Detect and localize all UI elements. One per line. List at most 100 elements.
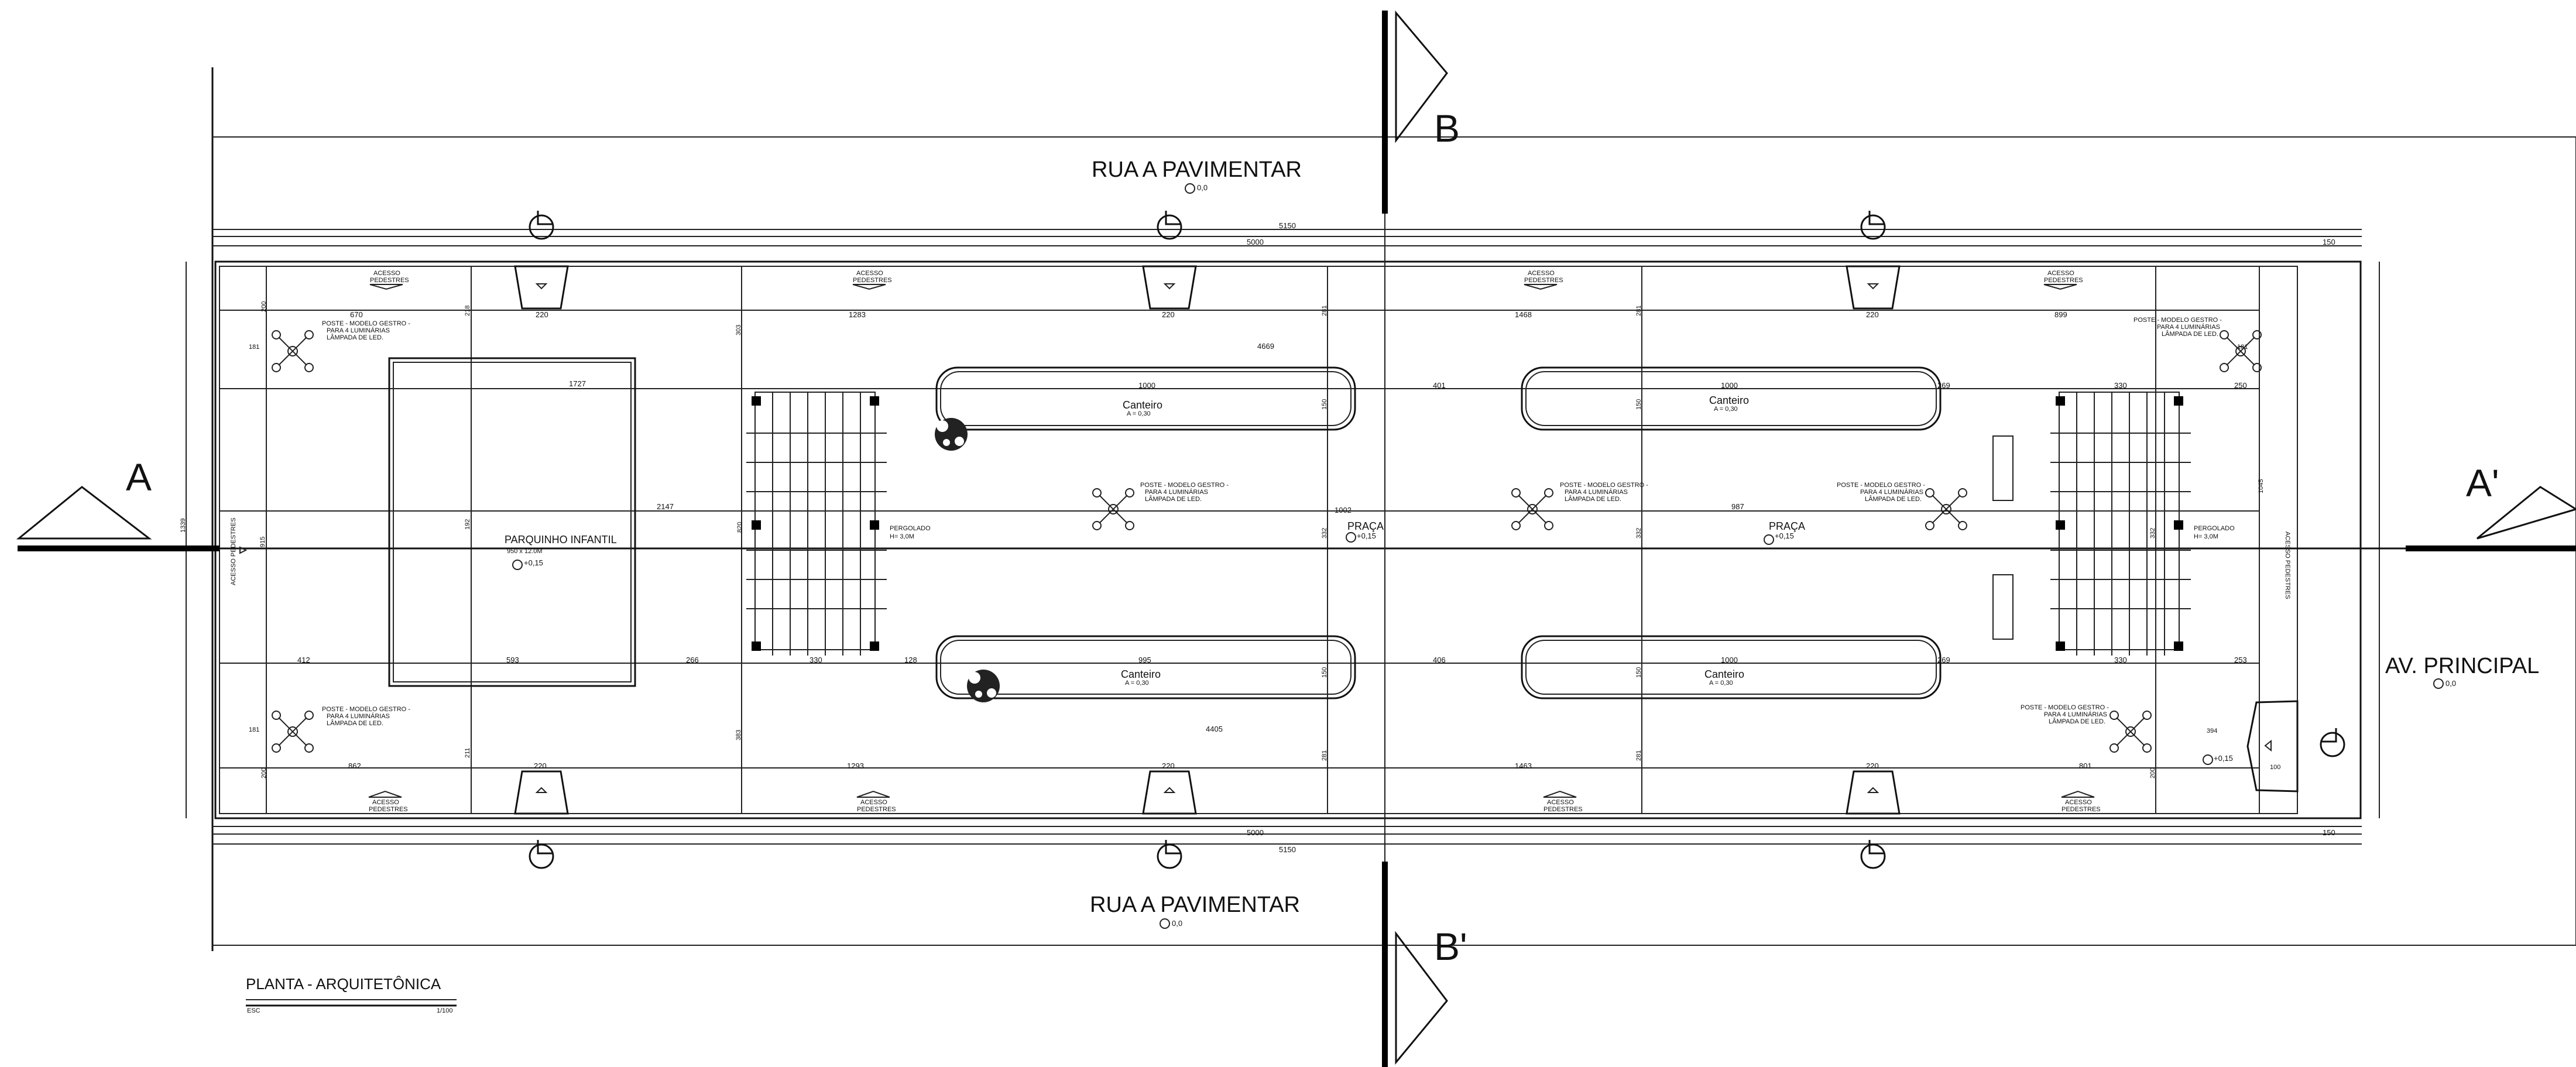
dim-1002: 1002 [1335,506,1352,514]
playground: PARQUINHO INFANTIL 950 x 12.0M +0,15 [388,357,636,687]
svg-text:POSTE - MODELO GESTRO -: POSTE - MODELO GESTRO - [2133,317,2222,324]
playground-size: 950 x 12.0M [507,548,543,555]
dim-1000t: 1000 [1138,381,1155,390]
svg-text:PEDESTRES: PEDESTRES [2062,806,2101,813]
svg-text:ACESSO: ACESSO [856,270,883,277]
street-top-level: 0,0 [1197,183,1208,192]
dim-330b: 330 [2114,656,2127,664]
svg-text:394: 394 [2207,728,2217,735]
dim-266: 266 [686,656,699,664]
wheelchair-icons [529,211,2345,869]
pergola-right-label: PERGOLADO [2194,525,2235,532]
section-label-b-prime: B' [1434,925,1467,968]
svg-text:200: 200 [260,768,267,778]
svg-text:PARA 4 LUMINÁRIAS: PARA 4 LUMINÁRIAS [1145,488,1208,496]
svg-text:PEDESTRES: PEDESTRES [853,277,892,284]
svg-text:PEDESTRES: PEDESTRES [2044,277,2083,284]
svg-text:192: 192 [464,519,471,530]
svg-text:PEDESTRES: PEDESTRES [370,277,409,284]
svg-text:POSTE - MODELO GESTRO -: POSTE - MODELO GESTRO - [1560,482,1648,489]
svg-text:332: 332 [2149,528,2156,538]
dim-5000-bottom: 5000 [1247,828,1264,837]
svg-text:281: 281 [1321,306,1328,316]
svg-text:LÂMPADA DE LED.: LÂMPADA DE LED. [2049,718,2105,725]
svg-text:ACESSO: ACESSO [1547,799,1574,806]
svg-text:PARA 4 LUMINÁRIAS: PARA 4 LUMINÁRIAS [327,327,390,334]
svg-text:Canteiro: Canteiro [1704,668,1744,680]
svg-text:LÂMPADA DE LED.: LÂMPADA DE LED. [1145,495,1202,503]
svg-text:A = 0,30: A = 0,30 [1714,406,1738,413]
dim-bot-2: 220 [534,761,547,770]
dim-bot-6: 220 [1866,761,1879,770]
lamp-notes: POSTE - MODELO GESTRO -PARA 4 LUMINÁRIAS… [322,317,2222,727]
dim-5150-bottom: 5150 [1279,845,1296,854]
svg-text:LÂMPADA DE LED.: LÂMPADA DE LED. [1565,495,1621,503]
svg-text:281: 281 [1635,306,1642,316]
dim-top-3: 1283 [849,310,866,319]
svg-text:383: 383 [735,730,742,740]
dim-bot-3: 1293 [847,761,864,770]
bottom-row-dimensions: 862 220 1293 220 1463 220 801 4405 412 5… [297,381,2247,770]
svg-text:ACESSO: ACESSO [2047,270,2074,277]
dim-2147: 2147 [657,502,674,511]
svg-text:PARA 4 LUMINÁRIAS: PARA 4 LUMINÁRIAS [327,712,390,720]
svg-text:POSTE - MODELO GESTRO -: POSTE - MODELO GESTRO - [1837,482,1925,489]
dim-top-2: 220 [536,310,548,319]
svg-text:218: 218 [464,306,471,316]
svg-text:POSTE - MODELO GESTRO -: POSTE - MODELO GESTRO - [322,320,410,327]
playground-label: PARQUINHO INFANTIL [505,534,617,545]
benches [1992,435,2014,640]
svg-text:PARA 4 LUMINÁRIAS: PARA 4 LUMINÁRIAS [2044,711,2107,718]
dim-250: 250 [2234,381,2247,390]
dim-253: 253 [2234,656,2247,664]
svg-text:A = 0,30: A = 0,30 [1709,680,1733,687]
svg-text:915: 915 [259,537,266,547]
vertical-dimensions: 200 181 1339 915 1045 218 303 192 181 21… [180,301,2280,778]
dim-top-4: 220 [1162,310,1175,319]
pergola-left: PERGOLADO H= 3,0M [746,392,931,656]
svg-text:LÂMPADA DE LED.: LÂMPADA DE LED. [327,334,383,341]
section-label-a: A [126,455,152,499]
svg-text:820: 820 [736,522,743,533]
svg-text:281: 281 [1321,750,1328,761]
svg-text:332: 332 [1321,528,1328,538]
playground-level: +0,15 [524,558,543,567]
svg-text:PARA 4 LUMINÁRIAS: PARA 4 LUMINÁRIAS [1565,488,1628,496]
svg-text:A = 0,30: A = 0,30 [1125,680,1149,687]
street-top-label: RUA A PAVIMENTAR [1092,157,1302,182]
pergola-right: PERGOLADO H= 3,0M [2050,392,2235,656]
svg-text:POSTE - MODELO GESTRO -: POSTE - MODELO GESTRO - [1140,482,1229,489]
dim-1727: 1727 [569,379,586,388]
svg-text:100: 100 [2270,764,2280,771]
dim-406: 406 [1433,656,1446,664]
dim-bot-7: 801 [2079,761,2092,770]
svg-text:PEDESTRES: PEDESTRES [857,806,896,813]
street-bottom-level: 0,0 [1172,919,1182,928]
plaza-label-left: PRAÇA [1347,520,1384,532]
svg-text:200: 200 [260,301,267,312]
boundary-lines [186,67,2576,951]
section-label-a-prime: A' [2466,461,2499,505]
corner-access-right: ACESSO PEDESTRES [2284,531,2291,599]
plaza-level-right: +0,15 [1775,531,1794,540]
drawing-title: PLANTA - ARQUITETÔNICA [246,975,441,993]
scale-label: ESC [247,1007,260,1014]
ramp-level: +0,15 [2214,754,2233,763]
svg-text:281: 281 [1635,750,1642,761]
dim-4669: 4669 [1257,342,1274,351]
dim-top-6: 220 [1866,310,1879,319]
svg-text:A = 0,30: A = 0,30 [1127,410,1151,417]
svg-text:181: 181 [249,726,259,733]
street-bottom-label: RUA A PAVIMENTAR [1090,893,1300,917]
dim-bot-5: 1463 [1515,761,1532,770]
dim-150-top: 150 [2323,238,2335,246]
svg-text:ACESSO: ACESSO [860,799,887,806]
svg-text:200: 200 [2149,768,2156,778]
dim-1000b: 1000 [1721,656,1738,664]
section-label-b: B [1434,107,1460,150]
dim-330c: 330 [809,656,822,664]
dim-995: 995 [1138,656,1151,664]
dim-top-7: 899 [2054,310,2067,319]
